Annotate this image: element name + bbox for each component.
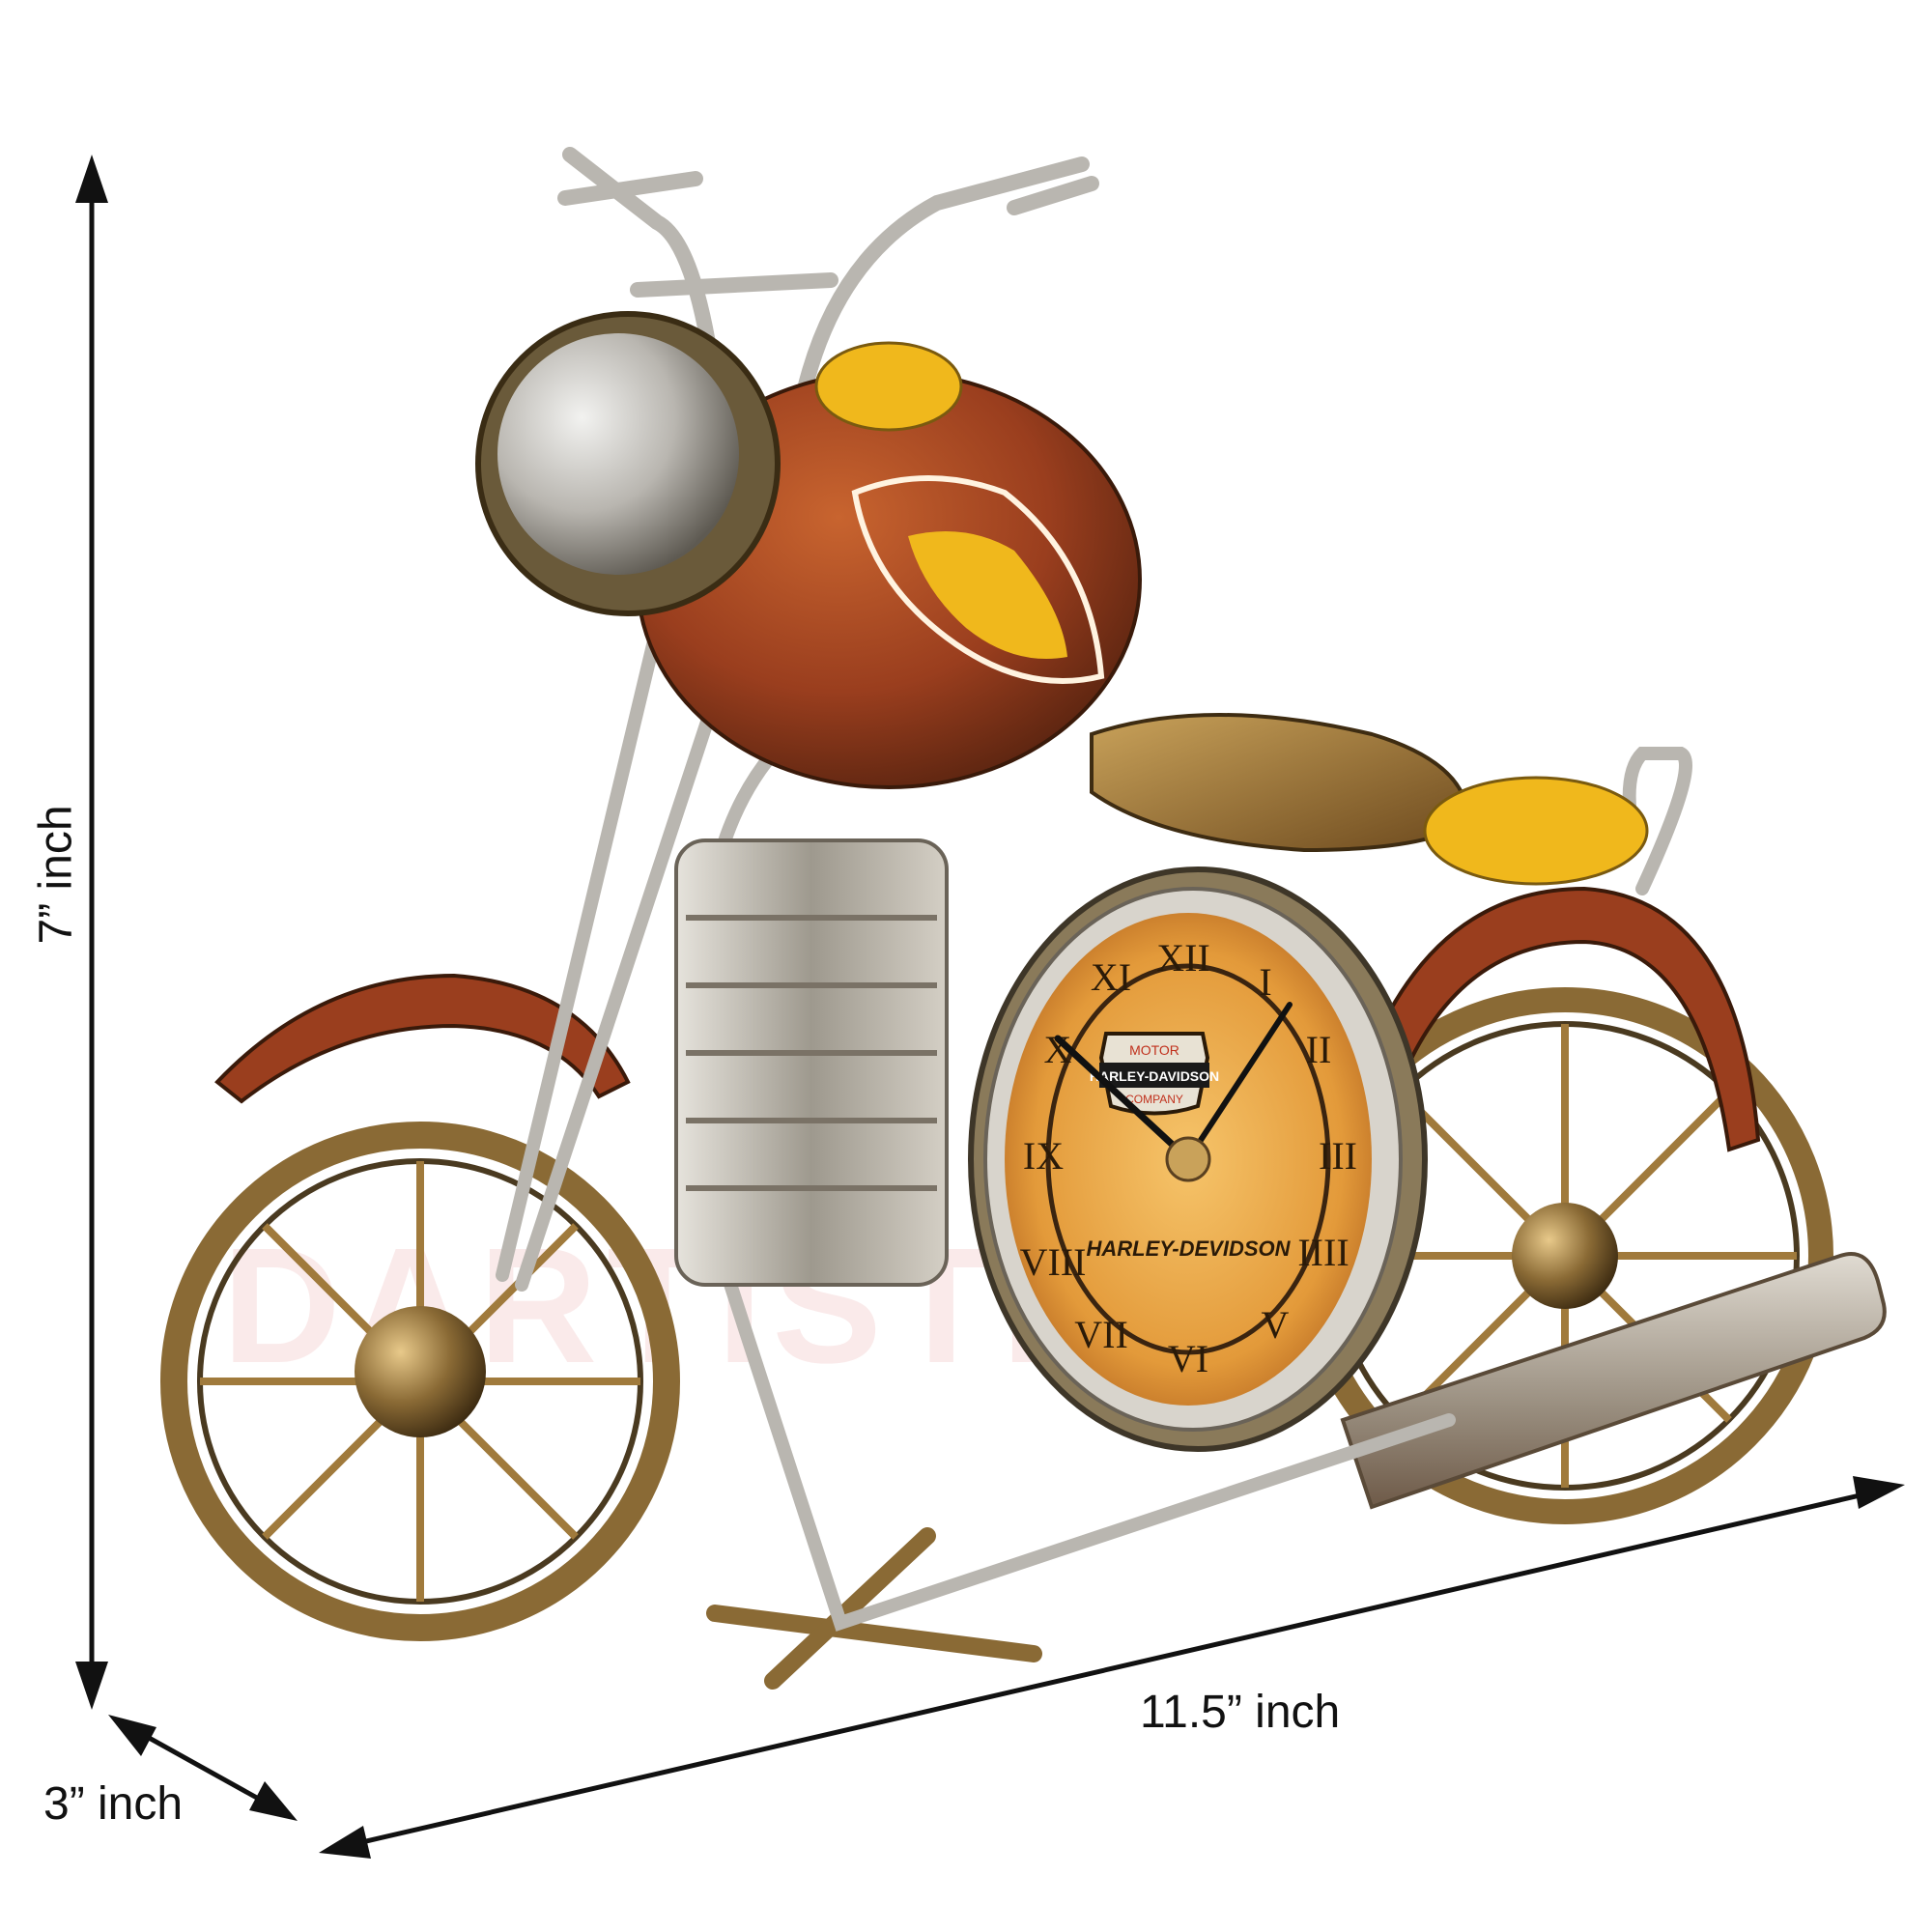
rear-fender — [1359, 886, 1761, 1152]
clock-logo: MOTOR HARLEY-DAVIDSON COMPANY — [1090, 1032, 1219, 1116]
clock-center-cap — [1165, 1136, 1211, 1182]
logo-text-main: HARLEY-DAVIDSON — [1090, 1068, 1219, 1084]
height-label: 7” inch — [30, 805, 82, 945]
seat — [1090, 713, 1471, 853]
clock-brand-arc: HARLEY-DEVIDSON — [1086, 1236, 1291, 1261]
depth-dimension-arrow — [108, 1715, 298, 1821]
numeral-8: VIII — [1020, 1240, 1087, 1284]
numeral-2: II — [1306, 1028, 1332, 1071]
front-wheel — [160, 1122, 680, 1641]
rear-seat — [1423, 776, 1649, 886]
logo-text-top: MOTOR — [1129, 1042, 1179, 1058]
clock: XII I II III IIII V VI VII VIII IX X XI … — [968, 867, 1428, 1452]
numeral-3: III — [1319, 1134, 1357, 1178]
width-dimension-arrow — [319, 1476, 1905, 1859]
numeral-12: XII — [1156, 936, 1210, 980]
exhaust-pipe — [1340, 1252, 1887, 1510]
width-label: 11.5” inch — [1140, 1687, 1341, 1738]
kickstand — [706, 1527, 1042, 1690]
numeral-1: I — [1259, 960, 1271, 1004]
numeral-5: V — [1262, 1303, 1290, 1347]
numeral-9: IX — [1023, 1134, 1064, 1178]
front-fender — [214, 973, 631, 1104]
numeral-7: VII — [1074, 1313, 1128, 1356]
clock-hands — [1054, 1002, 1293, 1163]
numeral-11: XI — [1091, 955, 1131, 999]
headlight — [475, 311, 781, 616]
height-dimension-arrow — [75, 155, 108, 1710]
engine — [674, 838, 949, 1287]
depth-label: 3” inch — [43, 1778, 184, 1830]
numeral-6: VI — [1168, 1337, 1208, 1380]
logo-text-bottom: COMPANY — [1125, 1093, 1183, 1106]
numeral-4: IIII — [1297, 1231, 1349, 1274]
